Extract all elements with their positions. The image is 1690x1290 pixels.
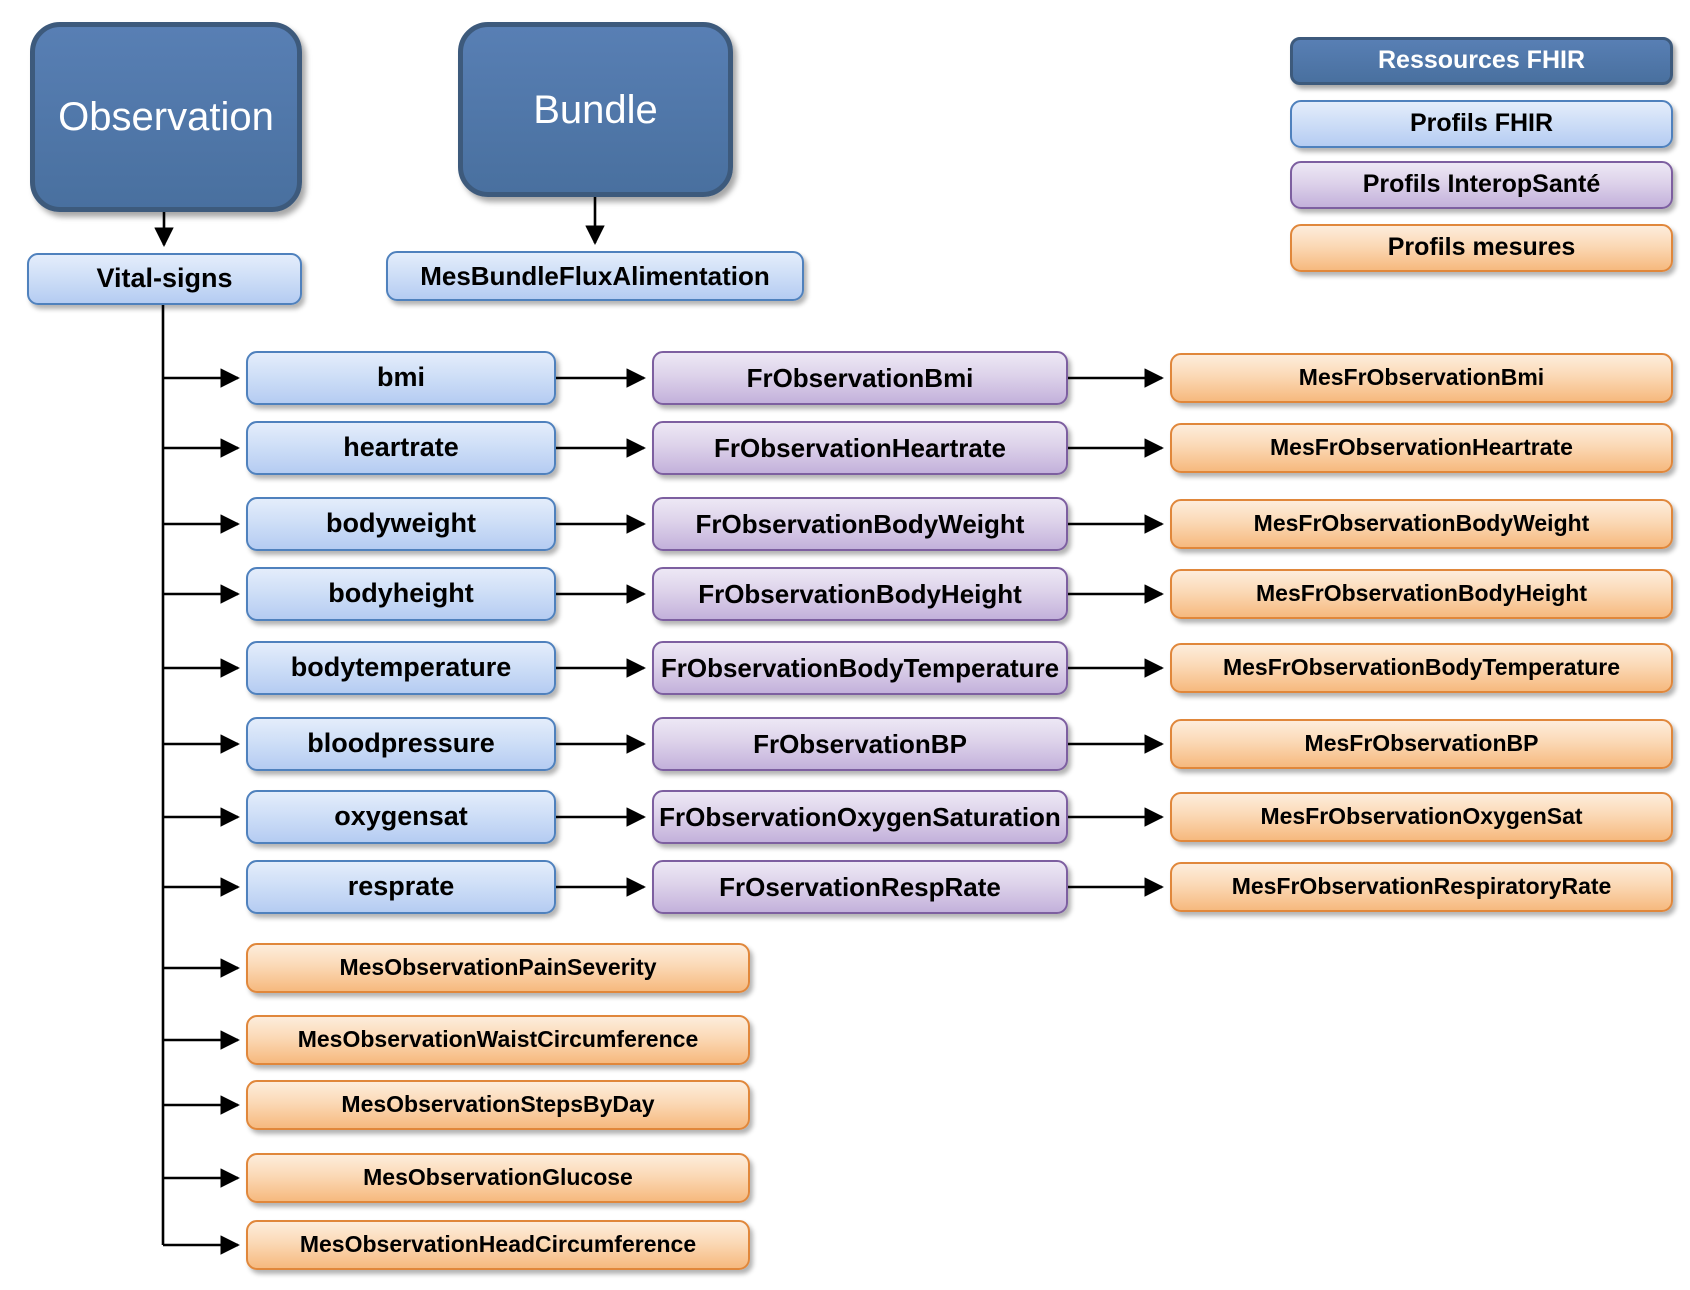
node-frobservationbodyheight: FrObservationBodyHeight <box>652 567 1068 621</box>
node-bmi: bmi <box>246 351 556 405</box>
node-bodyweight: bodyweight <box>246 497 556 551</box>
node-mesfrobservationheartrate: MesFrObservationHeartrate <box>1170 423 1673 473</box>
node-frobservationoxygensaturation: FrObservationOxygenSaturation <box>652 790 1068 844</box>
node-frobservationheartrate: FrObservationHeartrate <box>652 421 1068 475</box>
node-resprate: resprate <box>246 860 556 914</box>
node-froservationresprate: FrOservationRespRate <box>652 860 1068 914</box>
node-frobservationbmi: FrObservationBmi <box>652 351 1068 405</box>
node-bloodpressure: bloodpressure <box>246 717 556 771</box>
node-frobservationbp: FrObservationBP <box>652 717 1068 771</box>
node-mesfrobservationbodyheight: MesFrObservationBodyHeight <box>1170 569 1673 619</box>
node-bodytemperature: bodytemperature <box>246 641 556 695</box>
node-mesfrobservationbodytemperature: MesFrObservationBodyTemperature <box>1170 643 1673 693</box>
node-mesobservationwaistcircumference: MesObservationWaistCircumference <box>246 1015 750 1065</box>
legend-profils-fhir: Profils FHIR <box>1290 100 1673 148</box>
node-bodyheight: bodyheight <box>246 567 556 621</box>
legend-profils-interopsante: Profils InteropSanté <box>1290 161 1673 209</box>
node-vital-signs: Vital-signs <box>27 253 302 305</box>
node-mesobservationglucose: MesObservationGlucose <box>246 1153 750 1203</box>
node-observation-resource: Observation <box>30 22 302 212</box>
node-heartrate: heartrate <box>246 421 556 475</box>
node-bundle-resource: Bundle <box>458 22 733 197</box>
node-mesfrobservationbp: MesFrObservationBP <box>1170 719 1673 769</box>
node-mesobservationheadcircumference: MesObservationHeadCircumference <box>246 1220 750 1270</box>
node-mesfrobservationoxygensat: MesFrObservationOxygenSat <box>1170 792 1673 842</box>
node-oxygensat: oxygensat <box>246 790 556 844</box>
node-mes-bundle-flux-alimentation: MesBundleFluxAlimentation <box>386 251 804 301</box>
node-frobservationbodytemperature: FrObservationBodyTemperature <box>652 641 1068 695</box>
node-frobservationbodyweight: FrObservationBodyWeight <box>652 497 1068 551</box>
node-mesobservationstepsbyday: MesObservationStepsByDay <box>246 1080 750 1130</box>
node-mesobservationpainseverity: MesObservationPainSeverity <box>246 943 750 993</box>
node-mesfrobservationrespiratoryrate: MesFrObservationRespiratoryRate <box>1170 862 1673 912</box>
node-mesfrobservationbmi: MesFrObservationBmi <box>1170 353 1673 403</box>
legend-profils-mesures: Profils mesures <box>1290 224 1673 272</box>
node-mesfrobservationbodyweight: MesFrObservationBodyWeight <box>1170 499 1673 549</box>
legend-ressources-fhir: Ressources FHIR <box>1290 37 1673 85</box>
